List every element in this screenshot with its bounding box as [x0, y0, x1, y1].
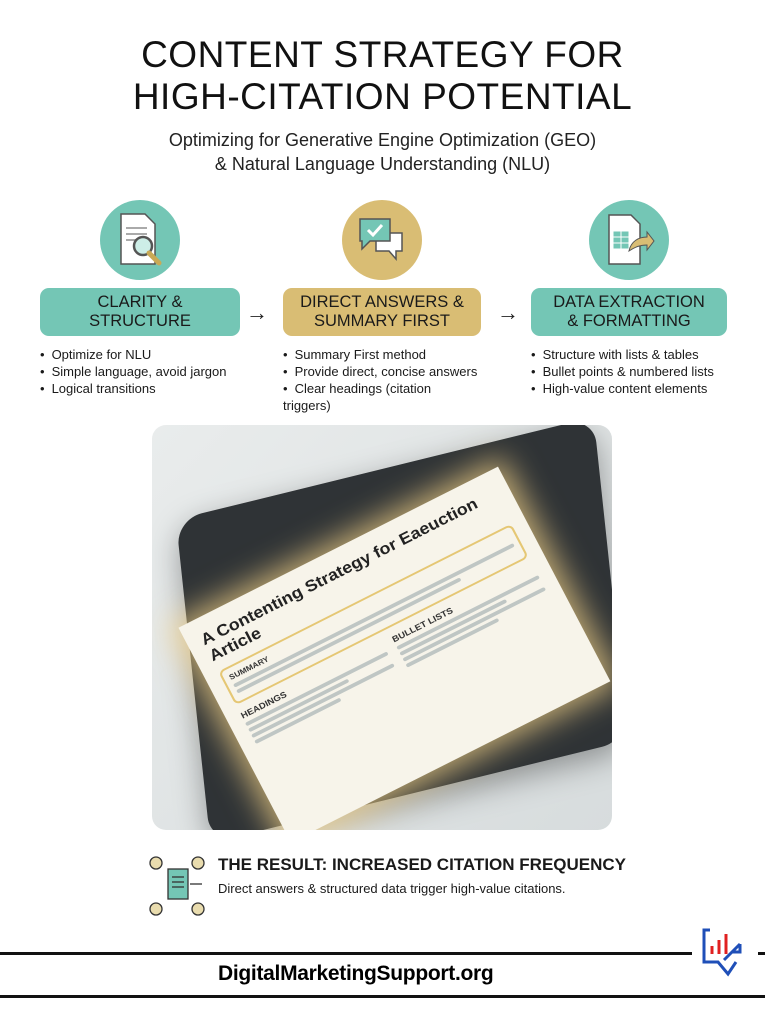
page-subtitle: Optimizing for Generative Engine Optimiz… [0, 128, 765, 176]
pillar-title-line: DATA EXTRACTION [553, 293, 705, 311]
pillar-bullets: Summary First method Provide direct, con… [283, 346, 481, 414]
subtitle-line-2: & Natural Language Understanding (NLU) [214, 154, 551, 174]
bullet-item: Provide direct, concise answers [283, 363, 481, 380]
bullet-item: Logical transitions [40, 380, 240, 397]
bullet-item: Summary First method [283, 346, 481, 363]
footer-site-name: DigitalMarketingSupport.org [218, 962, 494, 985]
pillar-title-line: & FORMATTING [567, 312, 691, 330]
bullet-item: Clear headings (citation triggers) [283, 380, 481, 414]
pillar-title-line: SUMMARY FIRST [314, 312, 450, 330]
divider-top-end [758, 952, 765, 955]
tablet-device: A Contenting Strategy for Eaeuction Arti… [175, 425, 612, 830]
pillar-data-extraction: DATA EXTRACTION& FORMATTING Structure wi… [531, 200, 727, 397]
bullet-item: Optimize for NLU [40, 346, 240, 363]
bullet-item: Structure with lists & tables [531, 346, 727, 363]
citation-network-icon [146, 855, 210, 922]
pillar-title: DIRECT ANSWERS &SUMMARY FIRST [283, 288, 481, 336]
divider-top [0, 952, 692, 955]
pillar-bullets: Structure with lists & tables Bullet poi… [531, 346, 727, 397]
result-title: THE RESULT: INCREASED CITATION FREQUENCY [218, 855, 627, 874]
result-section: THE RESULT: INCREASED CITATION FREQUENCY… [218, 855, 626, 896]
chat-check-icon [342, 200, 422, 280]
title-line-2: HIGH-CITATION POTENTIAL [132, 76, 633, 117]
bullet-item: Simple language, avoid jargon [40, 363, 240, 380]
title-line-1: CONTENT STRATEGY FOR [141, 34, 624, 75]
brand-logo-icon [700, 928, 756, 983]
pillar-title-line: CLARITY & [97, 293, 183, 311]
tablet-illustration: A Contenting Strategy for Eaeuction Arti… [152, 425, 612, 830]
pillar-title-line: STRUCTURE [89, 312, 191, 330]
divider-bottom [0, 995, 765, 998]
spreadsheet-export-icon [589, 200, 669, 280]
bullet-item: Bullet points & numbered lists [531, 363, 727, 380]
result-subtitle: Direct answers & structured data trigger… [218, 881, 566, 896]
bullet-item: High-value content elements [531, 380, 727, 397]
subtitle-line-1: Optimizing for Generative Engine Optimiz… [168, 130, 597, 150]
pillar-title: CLARITY &STRUCTURE [40, 288, 240, 336]
pillar-title: DATA EXTRACTION& FORMATTING [531, 288, 727, 336]
arrow-right-icon: → [497, 300, 519, 325]
pillar-clarity: CLARITY &STRUCTURE Optimize for NLU Simp… [40, 200, 240, 397]
document-search-icon [100, 200, 180, 280]
arrow-right-icon: → [246, 300, 268, 325]
tablet-document: A Contenting Strategy for Eaeuction Arti… [178, 466, 611, 830]
pillar-title-line: DIRECT ANSWERS & [300, 293, 464, 311]
pillar-direct-answers: DIRECT ANSWERS &SUMMARY FIRST Summary Fi… [283, 200, 481, 414]
pillar-bullets: Optimize for NLU Simple language, avoid … [40, 346, 240, 397]
